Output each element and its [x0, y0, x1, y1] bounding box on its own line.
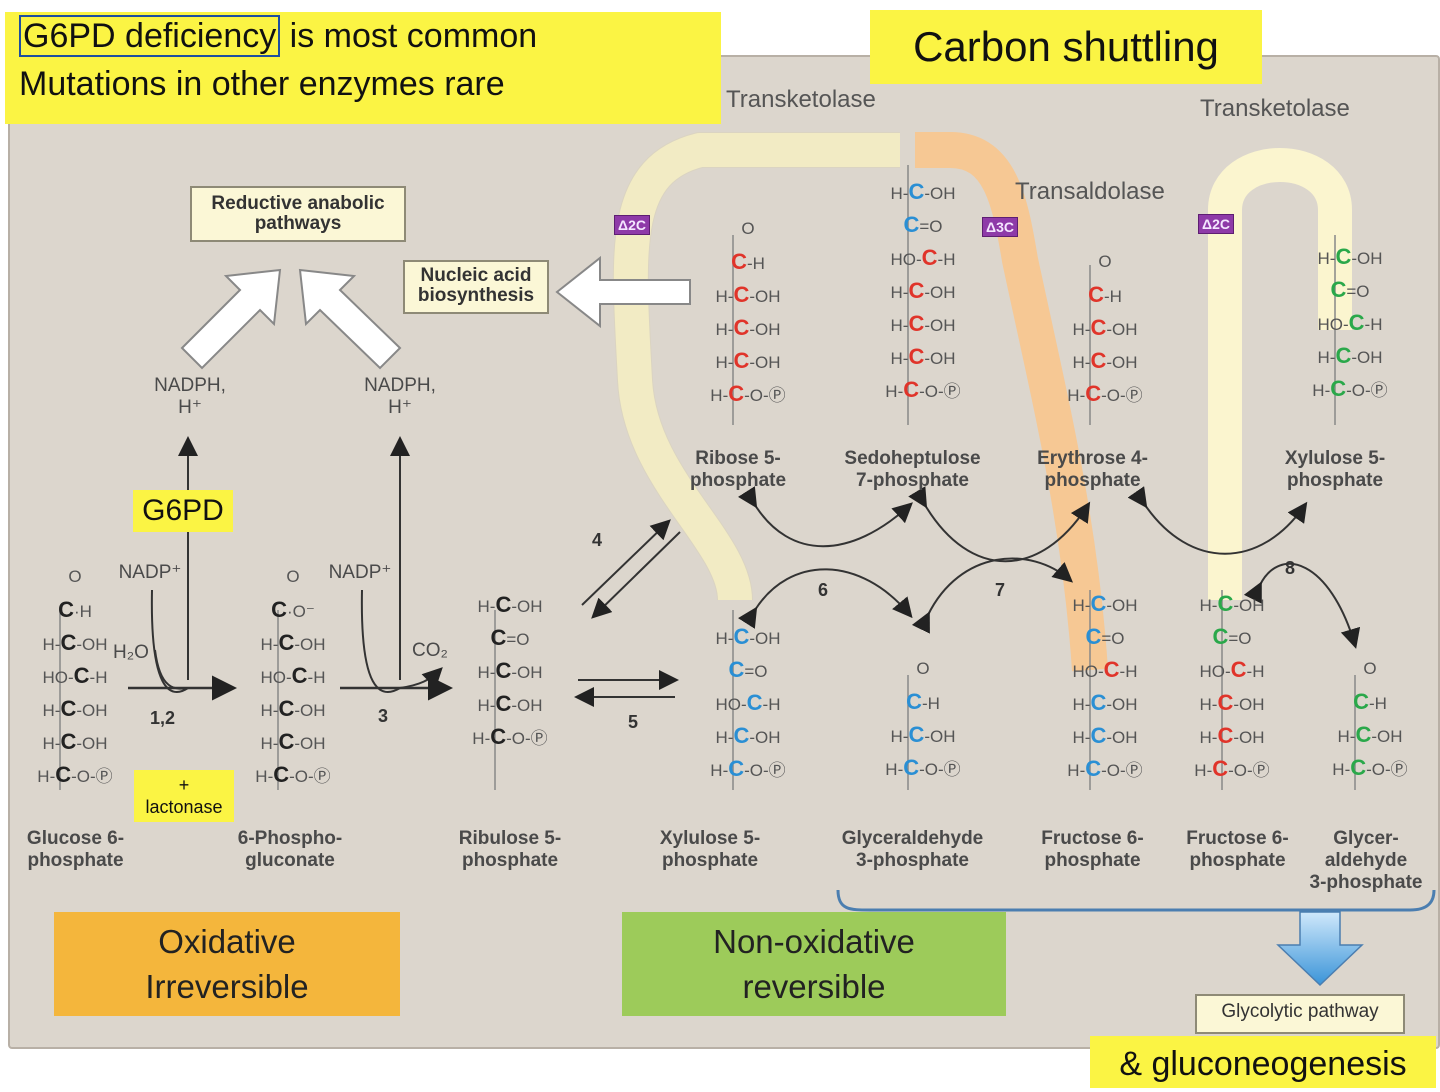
nadph-label-2: NADPH, H⁺: [364, 375, 436, 418]
fructose-6-phosphate-label-1: Fructose 6- phosphate: [1041, 828, 1144, 871]
g6pd-enzyme-tag: G6PD: [133, 490, 233, 532]
delta-3c-tag: Δ3C: [982, 217, 1018, 237]
nadp-label-2: NADP⁺: [328, 562, 392, 583]
fructose-6-phosphate-label-2: Fructose 6- phosphate: [1186, 828, 1289, 871]
transaldolase-label: Transaldolase: [1015, 178, 1165, 205]
nucleic-acid-box: Nucleic acid biosynthesis: [403, 260, 549, 314]
xylulose-5-phosphate-bottom-label: Xylulose 5- phosphate: [659, 828, 761, 871]
ribose-5-phosphate-label: Ribose 5- phosphate: [689, 448, 787, 491]
transketolase-label-1: Transketolase: [726, 86, 876, 113]
lactonase-tag: + lactonase: [134, 770, 234, 822]
nadph-label-1: NADPH, H⁺: [154, 375, 226, 418]
delta-2c-tag-1: Δ2C: [614, 215, 650, 235]
erythrose-4-phosphate-label: Erythrose 4- phosphate: [1037, 448, 1148, 491]
reductive-anabolic-box: Reductive anabolic pathways: [190, 186, 406, 242]
oxidative-phase-box: Oxidative Irreversible: [54, 912, 400, 1016]
gluconeogenesis-callout: & gluconeogenesis: [1090, 1036, 1436, 1088]
step-8: 8: [1285, 558, 1296, 578]
xylulose-5-phosphate-top-label: Xylulose 5- phosphate: [1284, 448, 1386, 491]
transketolase-label-2: Transketolase: [1200, 95, 1350, 122]
nucleic-acid-arrow: [555, 255, 691, 329]
phosphogluconate-label: 6-Phospho- gluconate: [237, 828, 343, 871]
glycolytic-pathway-box: Glycolytic pathway: [1195, 994, 1405, 1034]
glyceraldehyde-3-phosphate-label: Glyceraldehyde 3-phosphate: [841, 828, 984, 871]
delta-2c-tag-2: Δ2C: [1198, 214, 1234, 234]
glycolytic-arrow: [1276, 911, 1364, 987]
reductive-arrow-right: [298, 268, 402, 370]
transketolase-band-2: [1208, 148, 1352, 600]
step-4: 4: [592, 530, 603, 550]
step-5: 5: [628, 712, 639, 732]
step-1-2: 1,2: [150, 708, 176, 728]
reductive-arrow-left: [180, 268, 282, 370]
glyceraldehyde-3-phosphate-label-2: Glycer- aldehyde 3-phosphate: [1309, 828, 1423, 893]
water-label: H₂O: [113, 642, 149, 663]
g6pd-callout: G6PD deficiency is most common Mutations…: [5, 12, 721, 124]
g6pd-deficiency-highlight: G6PD deficiency: [19, 15, 281, 57]
glucose-6-phosphate-label: Glucose 6- phosphate: [26, 828, 125, 871]
carbon-shuttling-callout: Carbon shuttling: [870, 10, 1262, 84]
step-3: 3: [378, 706, 389, 726]
step-7: 7: [995, 580, 1006, 600]
mutations-text: Mutations in other enzymes rare: [19, 65, 505, 103]
non-oxidative-phase-box: Non-oxidative reversible: [622, 912, 1006, 1016]
transaldolase-band: [915, 132, 1108, 672]
transketolase-band-1: [613, 133, 900, 602]
nadp-label-1: NADP⁺: [118, 562, 182, 583]
sedoheptulose-7-phosphate-label: Sedoheptulose 7-phosphate: [844, 448, 981, 491]
co2-label: CO₂: [412, 640, 448, 661]
step-6: 6: [818, 580, 829, 600]
ribulose-5-phosphate-label: Ribulose 5- phosphate: [458, 828, 562, 871]
